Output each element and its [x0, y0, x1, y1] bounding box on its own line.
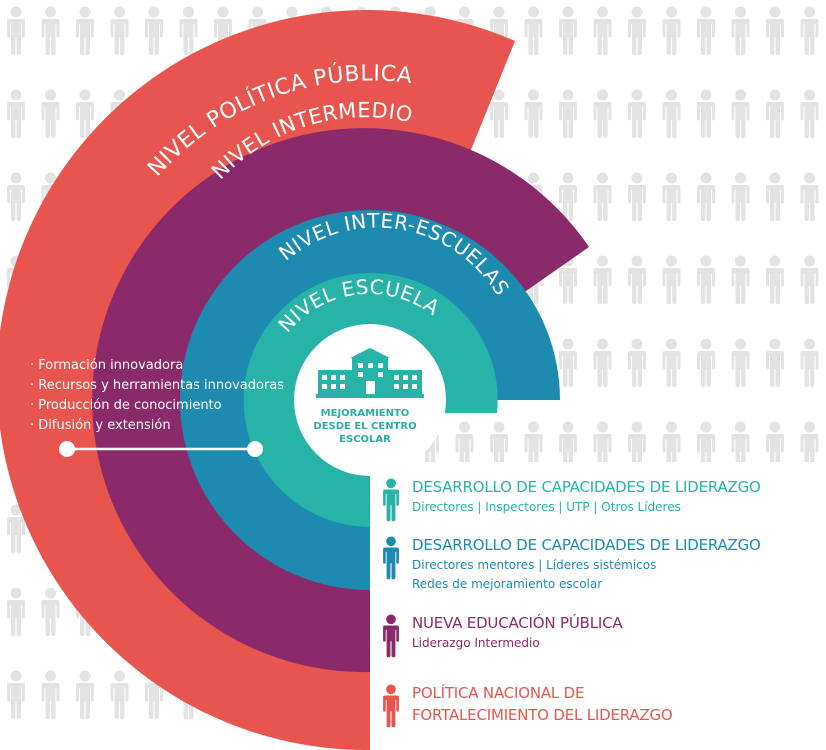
person-silhouette-icon: [731, 89, 750, 139]
person-silhouette-icon: [524, 6, 543, 56]
person-silhouette-icon: [628, 6, 646, 56]
person-silhouette-icon: [628, 172, 646, 222]
person-silhouette-icon: [800, 255, 819, 305]
center-disc: [294, 324, 446, 476]
person-silhouette-icon: [662, 172, 681, 222]
person-silhouette-icon: [179, 6, 198, 56]
bullet-item: · Difusión y extensión: [30, 418, 171, 433]
person-silhouette-icon: [559, 89, 577, 139]
entry-escuela: DESARROLLO DE CAPACIDADES DE LIDERAZGO D…: [380, 476, 761, 522]
person-silhouette-icon: [593, 255, 612, 305]
person-silhouette-icon: [593, 172, 612, 222]
person-silhouette-icon: [7, 89, 26, 139]
person-silhouette-icon: [593, 338, 612, 388]
person-silhouette-icon: [731, 338, 750, 388]
person-icon: [380, 536, 402, 580]
person-silhouette-icon: [593, 89, 612, 139]
person-silhouette-icon: [110, 6, 129, 56]
person-silhouette-icon: [559, 6, 577, 56]
bullet-item: · Formación innovadora: [30, 358, 184, 373]
school-building-icon: [316, 348, 424, 398]
bullet-item: · Producción de conocimiento: [30, 398, 222, 413]
person-silhouette-icon: [800, 172, 819, 222]
entry-intermedio: NUEVA EDUCACIÓN PÚBLICA Liderazgo Interm…: [380, 612, 623, 658]
person-silhouette-icon: [662, 255, 681, 305]
bullet-list: · Formación innovadora · Recursos y herr…: [30, 356, 284, 436]
person-silhouette-icon: [697, 255, 715, 305]
person-silhouette-icon: [145, 6, 163, 56]
person-icon: [380, 614, 402, 658]
person-silhouette-icon: [697, 89, 715, 139]
person-silhouette-icon: [628, 89, 646, 139]
person-silhouette-icon: [559, 338, 577, 388]
person-silhouette-icon: [7, 6, 26, 56]
center-label: MEJORAMIENTO DESDE EL CENTRO ESCOLAR: [313, 408, 417, 445]
person-silhouette-icon: [731, 172, 750, 222]
person-silhouette-icon: [766, 89, 784, 139]
entry-inter-escuelas: DESARROLLO DE CAPACIDADES DE LIDERAZGO D…: [380, 534, 761, 594]
person-silhouette-icon: [7, 172, 26, 222]
person-silhouette-icon: [41, 587, 60, 637]
person-silhouette-icon: [766, 255, 784, 305]
person-silhouette-icon: [662, 89, 681, 139]
person-silhouette-icon: [41, 89, 60, 139]
person-silhouette-icon: [593, 6, 612, 56]
person-silhouette-icon: [76, 6, 94, 56]
person-icon: [380, 684, 402, 728]
person-silhouette-icon: [490, 89, 508, 139]
person-silhouette-icon: [800, 338, 819, 388]
person-silhouette-icon: [41, 6, 60, 56]
person-silhouette-icon: [766, 338, 784, 388]
person-silhouette-icon: [662, 6, 681, 56]
person-silhouette-icon: [766, 6, 784, 56]
bullet-item: · Recursos y herramientas innovadoras: [30, 378, 285, 393]
person-silhouette-icon: [7, 670, 26, 720]
connector-line: [59, 441, 263, 457]
person-silhouette-icon: [662, 338, 681, 388]
person-silhouette-icon: [76, 89, 94, 139]
entry-politica: POLÍTICA NACIONAL DE FORTALECIMIENTO DEL…: [380, 682, 673, 728]
person-silhouette-icon: [628, 255, 646, 305]
person-silhouette-icon: [800, 6, 819, 56]
person-silhouette-icon: [110, 670, 129, 720]
person-silhouette-icon: [731, 255, 750, 305]
person-silhouette-icon: [628, 338, 646, 388]
person-silhouette-icon: [766, 172, 784, 222]
person-silhouette-icon: [697, 338, 715, 388]
person-silhouette-icon: [697, 6, 715, 56]
person-silhouette-icon: [524, 89, 543, 139]
person-silhouette-icon: [800, 89, 819, 139]
person-silhouette-icon: [76, 670, 94, 720]
person-icon: [380, 478, 402, 522]
person-silhouette-icon: [41, 670, 60, 720]
info-panel: [370, 462, 826, 750]
person-silhouette-icon: [697, 172, 715, 222]
person-silhouette-icon: [7, 587, 26, 637]
person-silhouette-icon: [731, 6, 750, 56]
